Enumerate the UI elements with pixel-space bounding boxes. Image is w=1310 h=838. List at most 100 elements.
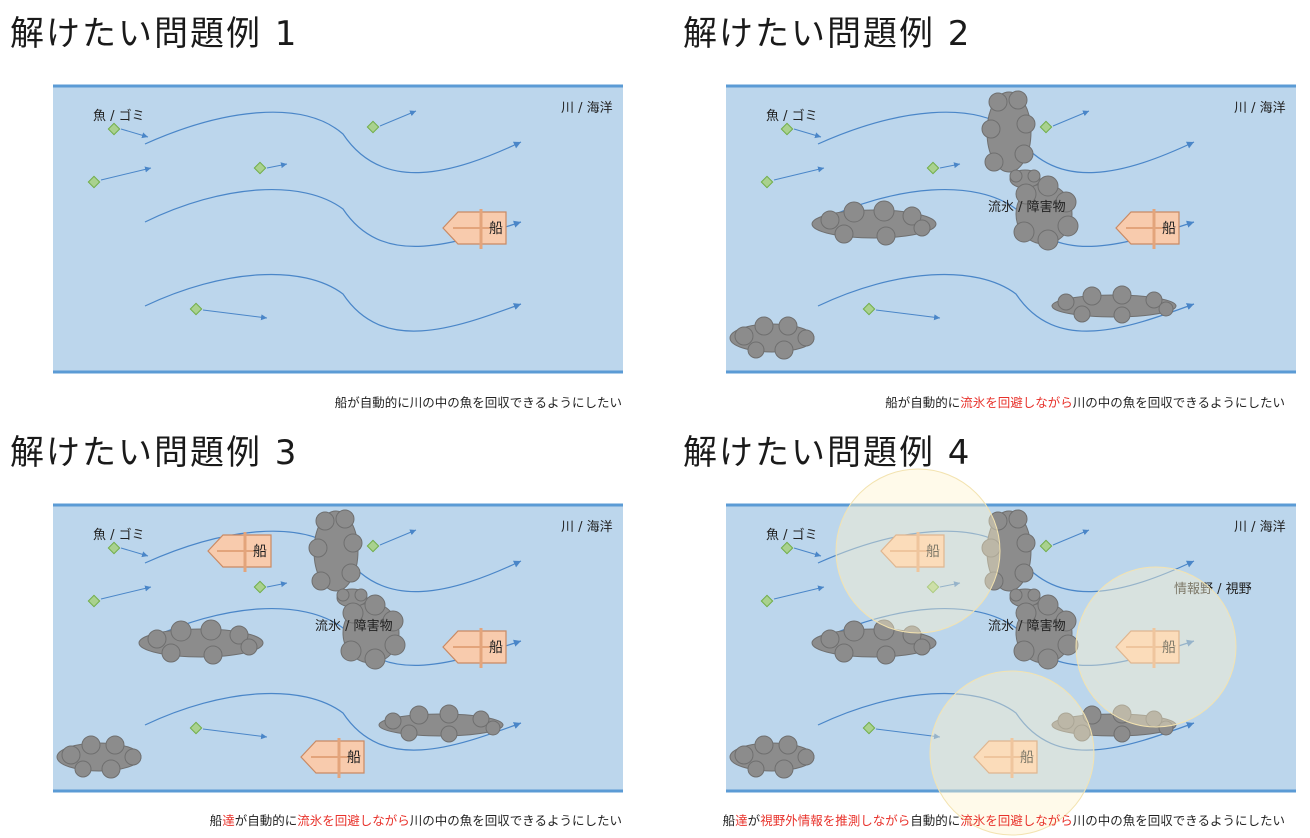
panel-2-caption: 船が自動的に流氷を回避しながら川の中の魚を回収できるようにしたい — [885, 392, 1285, 411]
ice-floe — [729, 316, 815, 360]
fish-icon — [253, 161, 288, 175]
current-line — [817, 273, 1195, 332]
panel-2-diagram: 流氷 / 障害物 魚 / ゴミ 川 / 海洋 船 — [726, 84, 1296, 374]
ship-icon: 船 — [1115, 628, 1180, 668]
ice-floe — [811, 200, 937, 246]
panel-4-title: 解けたい問題例 4 — [683, 433, 972, 473]
caption-text: 川の中の魚を回収できるようにしたい — [1072, 395, 1285, 410]
panel-4-caption: 船達が視野外情報を推測しながら自動的に流氷を回避しながら川の中の魚を回収できるよ… — [723, 810, 1285, 829]
panel-3-diagram: 流氷 / 障害物 魚 / ゴミ 川 / 海洋 船 船 船 — [53, 503, 623, 793]
region-label: 川 / 海洋 — [561, 520, 613, 535]
obstacle-label: 流氷 / 障害物 — [988, 199, 1066, 215]
panel-3-caption: 船達が自動的に流氷を回避しながら川の中の魚を回収できるようにしたい — [210, 810, 622, 829]
panel-3-title: 解けたい問題例 3 — [10, 433, 299, 473]
panel-4: 流氷 / 障害物 魚 / ゴミ 川 / 海洋 情報野 / 視野 船 船 船 — [726, 468, 1296, 836]
ice-floe — [1051, 285, 1177, 324]
fish-icon — [1039, 529, 1090, 553]
current-line — [144, 273, 522, 332]
fov-label: 情報野 / 視野 — [1174, 582, 1252, 597]
ice-floe — [1013, 175, 1079, 251]
obstacle-label: 流氷 / 障害物 — [315, 618, 393, 634]
obstacle-label: 流氷 / 障害物 — [988, 618, 1066, 634]
fish-icon — [189, 302, 268, 321]
fish-icon — [780, 541, 822, 558]
ice-floe — [729, 735, 815, 779]
ship-label: 船 — [926, 544, 940, 560]
fish-icon — [87, 585, 152, 608]
fish-icon — [1039, 110, 1090, 134]
ship-label: 船 — [1020, 750, 1034, 766]
ice-floe — [811, 619, 937, 665]
ship-icon: 船 — [442, 628, 507, 668]
fish-label: 魚 / ゴミ — [766, 108, 818, 124]
region-label: 川 / 海洋 — [1234, 520, 1286, 535]
ice-floe — [981, 90, 1036, 173]
caption-text: 船が自動的に — [885, 395, 961, 410]
field-of-view — [835, 468, 1001, 634]
fish-label: 魚 / ゴミ — [766, 527, 818, 543]
panel-1-diagram: 魚 / ゴミ 川 / 海洋 船 — [53, 84, 623, 374]
caption-highlight: 流氷を回避しながら — [297, 813, 410, 828]
ship-label: 船 — [347, 750, 361, 766]
fish-icon — [926, 161, 961, 175]
fish-icon — [107, 541, 149, 558]
ship-icon: 船 — [1115, 209, 1180, 249]
region-label: 川 / 海洋 — [1234, 101, 1286, 116]
field-of-view — [929, 670, 1095, 836]
ship-label: 船 — [1162, 221, 1176, 237]
ice-floe — [336, 588, 368, 608]
ice-floes — [56, 509, 504, 779]
ship-icon: 船 — [442, 209, 507, 249]
ice-floe — [1009, 588, 1041, 608]
fish-label: 魚 / ゴミ — [93, 108, 145, 124]
panel-1-caption: 船が自動的に川の中の魚を回収できるようにしたい — [335, 392, 622, 411]
caption-highlight: 視野外情報を推測しながら — [760, 813, 911, 828]
fish-icon — [760, 166, 825, 189]
caption-text: 船 — [722, 813, 736, 828]
fish-icon — [780, 122, 822, 139]
fish-label: 魚 / ゴミ — [93, 527, 145, 543]
panel-1: 魚 / ゴミ 川 / 海洋 船 — [53, 84, 623, 374]
water-area — [53, 86, 623, 372]
ship-icon: 船 — [880, 532, 945, 572]
ship-label: 船 — [1162, 640, 1176, 656]
fish-icon — [926, 580, 961, 594]
fish-icon — [107, 122, 149, 139]
current-line — [817, 692, 1195, 751]
field-of-view — [1075, 566, 1237, 728]
panel-3: 流氷 / 障害物 魚 / ゴミ 川 / 海洋 船 船 船 — [53, 503, 623, 793]
caption-text: が自動的に — [234, 813, 298, 828]
ship-label: 船 — [253, 544, 267, 560]
ice-floe — [1009, 169, 1041, 189]
caption-text: 船 — [209, 813, 223, 828]
fish-icon — [366, 529, 417, 553]
ice-floe — [378, 704, 504, 743]
ice-floes — [729, 90, 1177, 360]
ice-floe — [1013, 594, 1079, 670]
caption-highlight: 流氷を回避しながら — [960, 395, 1073, 410]
caption-text: 川の中の魚を回収できるようにしたい — [409, 813, 622, 828]
field-of-view-circles — [835, 468, 1237, 836]
ship-label: 船 — [489, 640, 503, 656]
panel-2: 流氷 / 障害物 魚 / ゴミ 川 / 海洋 船 — [726, 84, 1296, 374]
fish-icon — [189, 721, 268, 740]
ship-icon: 船 — [207, 532, 272, 572]
ship-label: 船 — [489, 221, 503, 237]
fish-icon — [253, 580, 288, 594]
panel-4-diagram: 流氷 / 障害物 魚 / ゴミ 川 / 海洋 情報野 / 視野 船 船 船 — [726, 468, 1296, 836]
caption-highlight: 達 — [222, 813, 235, 828]
region-label: 川 / 海洋 — [561, 101, 613, 116]
panel-1-title: 解けたい問題例 1 — [10, 14, 299, 54]
current-line — [144, 111, 522, 174]
fish-icon — [862, 721, 941, 740]
fish-icon — [760, 585, 825, 608]
ice-floe — [138, 619, 264, 665]
caption-text: 自動的に — [910, 813, 961, 828]
ice-floe — [308, 509, 363, 592]
ice-floe — [340, 594, 406, 670]
ice-floe — [1051, 704, 1177, 743]
ice-floe — [56, 735, 142, 779]
caption-highlight: 達 — [735, 813, 748, 828]
fish-icon — [366, 110, 417, 134]
ship-icon: 船 — [300, 738, 365, 778]
